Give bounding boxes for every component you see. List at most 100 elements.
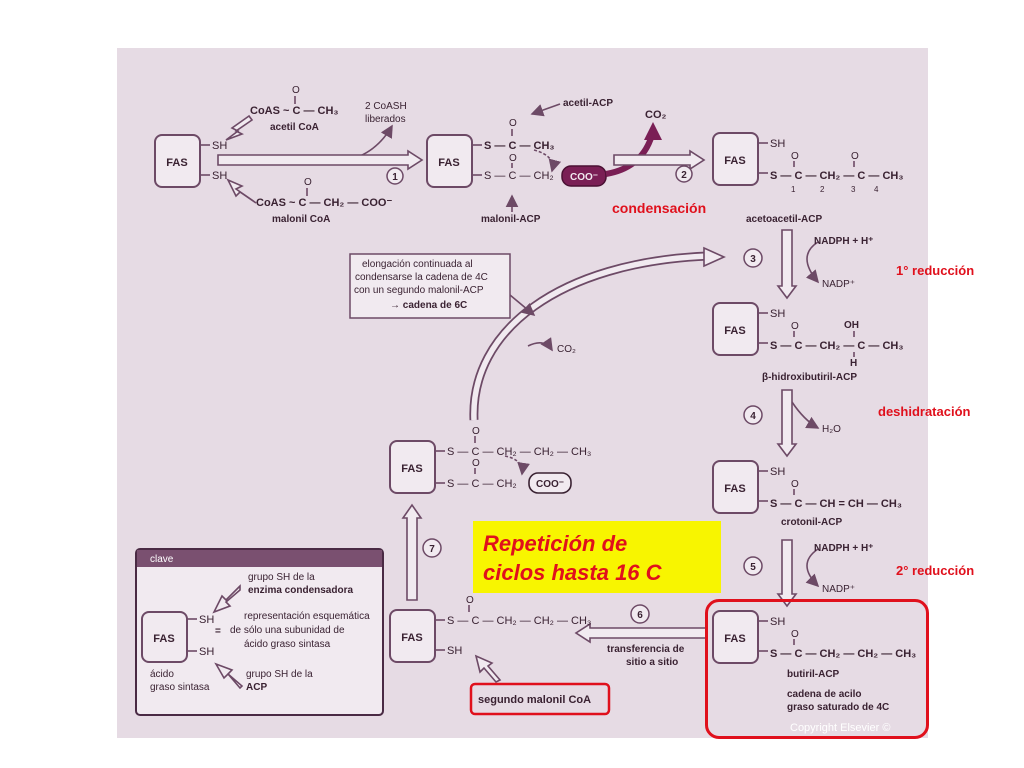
banner-line: ciclos hasta 16 C <box>483 560 662 585</box>
oxygen-label: O <box>791 151 799 162</box>
key-box <box>135 548 384 716</box>
segundo-malonil-highlight <box>469 682 611 716</box>
hydroxybutyryl-acp-label: β-hidroxibutiril-ACP <box>762 372 857 383</box>
sh-label: SH <box>199 614 214 626</box>
sh-label: SH <box>770 138 785 150</box>
key-text: de sólo una subunidad de <box>230 625 345 636</box>
malonyl-acp-label: malonil-ACP <box>481 214 541 225</box>
fas-box-5 <box>712 460 759 514</box>
fas-label: FAS <box>724 325 745 337</box>
step-number-6: 6 <box>637 610 643 621</box>
fas-label: FAS <box>724 155 745 167</box>
hydrogen-label: H <box>850 358 857 369</box>
nadph-label: NADPH + H⁺ <box>814 543 873 554</box>
butyryl-moved-formula: S — C — CH₂ — CH₂ — CH₃ <box>447 615 591 627</box>
elongation-note-box <box>349 253 511 319</box>
fas-label: FAS <box>153 633 174 645</box>
carbon-number: 3 <box>851 185 856 194</box>
sh-label: SH <box>770 466 785 478</box>
acetoacetyl-formula: S — C — CH₂ — C — CH₃ <box>770 170 903 182</box>
copyright-label: Copyright Elsevier © <box>790 722 890 734</box>
hydroxyl-label: OH <box>844 320 859 331</box>
key-text: ácido <box>150 669 174 680</box>
step-number-4: 4 <box>750 411 756 422</box>
fas-box-3 <box>712 132 759 186</box>
malonyl-coa-formula: CoAS ~ C — CH₂ — COO⁻ <box>256 197 392 209</box>
key-text: enzima condensadora <box>248 585 353 596</box>
step-arrow-6 <box>574 622 707 644</box>
sh-label: SH <box>212 170 227 182</box>
oxygen-label: O <box>509 153 517 164</box>
step-arrow-2 <box>613 149 706 171</box>
step-arrow-1 <box>217 149 424 171</box>
crotonyl-acp-label: crotonil-ACP <box>781 517 842 528</box>
acetyl-coa-label: acetil CoA <box>270 122 319 133</box>
segundo-malonil-label: segundo malonil CoA <box>478 694 591 706</box>
hexanoyl-precursor-formula: S — C — CH₂ — CH₂ — CH₃ <box>447 446 591 458</box>
banner-line: Repetición de <box>483 531 628 556</box>
oxygen-label: O <box>791 321 799 332</box>
key-text: representación esquemática <box>244 611 370 622</box>
carboxyl-group <box>561 165 607 187</box>
fas-label: FAS <box>724 633 745 645</box>
elongation-note-line: elongación continuada al <box>362 259 473 270</box>
step-arrow-7 <box>401 503 423 601</box>
key-equals: = <box>215 626 221 637</box>
fas-label: FAS <box>401 632 422 644</box>
arrow-in-icon <box>225 114 254 141</box>
butyryl-formula: S — C — CH₂ — CH₂ — CH₃ <box>770 648 916 660</box>
step-arrow-5 <box>776 539 798 608</box>
malonyl-acp-formula: S — C — CH₂ <box>484 170 554 182</box>
acetyl-coa-formula: CoAS ~ C — CH₃ <box>250 105 339 117</box>
co2-release-arrow-icon <box>644 122 662 140</box>
coo-label: COO⁻ <box>536 479 564 490</box>
co2-label: CO₂ <box>645 109 667 121</box>
fas-box-7 <box>389 609 436 663</box>
acetyl-acp-label: acetil-ACP <box>563 98 613 109</box>
nadp-label: NADP⁺ <box>822 279 855 290</box>
butyryl-highlight-frame <box>705 599 929 739</box>
reduccion-1-label: 1° reducción <box>896 263 974 278</box>
key-text: grupo SH de la <box>246 669 313 680</box>
transfer-label: transferencia de <box>607 644 685 655</box>
arrow-in-icon <box>214 662 244 690</box>
oxygen-label: O <box>466 595 474 606</box>
liberados-label: liberados <box>365 114 406 125</box>
step-arrow-3 <box>776 229 798 300</box>
fas-box-8 <box>389 440 436 494</box>
elongation-arrow-icon <box>703 246 726 268</box>
nadp-label: NADP⁺ <box>822 584 855 595</box>
fas-label: FAS <box>166 157 187 169</box>
repetition-banner: Repetición de ciclos hasta 16 C <box>473 521 721 593</box>
fas-box-6 <box>712 610 759 664</box>
acetoacetyl-acp-label: acetoacetil-ACP <box>746 214 822 225</box>
key-header <box>137 550 382 567</box>
malonyl-left-formula: S — C — CH₂ <box>447 478 517 490</box>
oxygen-label: O <box>472 426 480 437</box>
oxygen-label: O <box>791 629 799 640</box>
acetyl-acp-formula: S — C — CH₃ <box>484 140 554 152</box>
key-title: clave <box>150 554 174 565</box>
oxygen-label: O <box>304 177 312 188</box>
key-fas-box <box>141 611 188 663</box>
malonyl-coa-label: malonil CoA <box>272 214 330 225</box>
coash-label: 2 CoASH <box>365 101 407 112</box>
fas-box-1 <box>154 134 201 188</box>
key-text: graso sintasa <box>150 682 210 693</box>
elongation-note-line: condensarse la cadena de 4C <box>355 272 488 283</box>
hydroxybutyryl-formula: S — C — CH₂ — C — CH₃ <box>770 340 903 352</box>
deshidratacion-label: deshidratación <box>878 404 971 419</box>
oxygen-label: O <box>791 479 799 490</box>
acyl-chain-label: graso saturado de 4C <box>787 702 889 713</box>
sh-label: SH <box>212 140 227 152</box>
fas-box-4 <box>712 302 759 356</box>
step-number-5: 5 <box>750 562 756 573</box>
condensacion-label: condensación <box>612 200 706 216</box>
acyl-chain-label: cadena de acilo <box>787 689 861 700</box>
carboxyl-group <box>528 472 572 494</box>
coo-label: COO⁻ <box>570 172 598 183</box>
fas-label: FAS <box>438 157 459 169</box>
oxygen-label: O <box>472 458 480 469</box>
elongation-note-line: → cadena de 6C <box>390 300 467 311</box>
